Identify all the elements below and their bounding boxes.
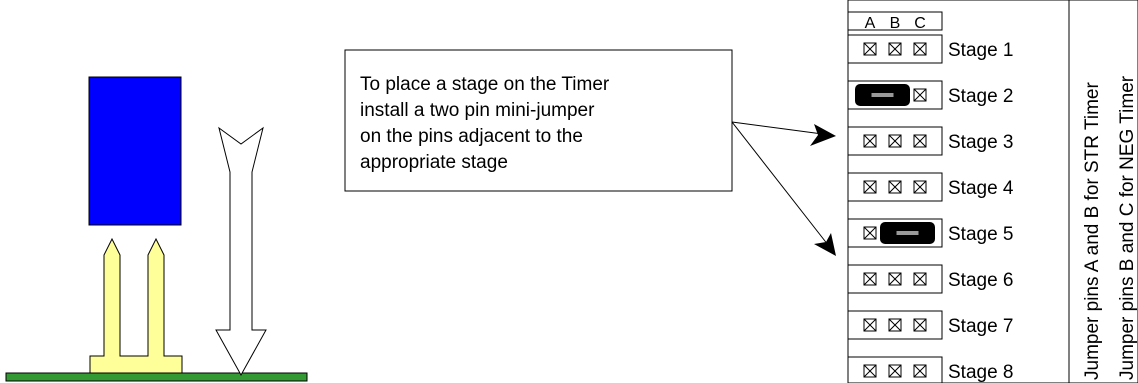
pin-icon [863, 134, 877, 148]
stage-label: Stage 1 [948, 40, 1014, 61]
pin-icon [863, 180, 877, 194]
table-frame [847, 0, 1138, 383]
pin-icon [888, 134, 902, 148]
jumper-illustration [5, 76, 308, 382]
stage-label: Stage 4 [948, 178, 1014, 199]
callout-box [344, 49, 733, 192]
jumper-cap-icon [855, 84, 910, 106]
pin-icon [913, 272, 927, 286]
pin-label-c: C [914, 15, 926, 32]
pin-label-a: A [865, 15, 876, 32]
stage-label: Stage 8 [948, 362, 1014, 383]
stage-label: Stage 5 [948, 224, 1014, 245]
arrowhead-icon [814, 233, 836, 256]
pin-icon [913, 88, 927, 102]
pin-icon [913, 180, 927, 194]
stage-label: Stage 3 [948, 132, 1014, 153]
arrowhead-icon [810, 124, 836, 146]
callout-line-3: on the pins adjacent to the [360, 126, 583, 147]
pin-label-b: B [890, 15, 901, 32]
pin-icon [888, 364, 902, 378]
callout-line-2: install a two pin mini-jumper [360, 100, 595, 121]
pin-icon [913, 364, 927, 378]
pin-icon [888, 272, 902, 286]
stage-label: Stage 7 [948, 316, 1014, 337]
side-labels: Jumper pins A and B for STR Timer Jumper… [1082, 75, 1138, 380]
side-label-neg: Jumper pins B and C for NEG Timer [1117, 75, 1138, 380]
pin-icon [863, 42, 877, 56]
jumper-body [88, 76, 182, 226]
callout-line-1: To place a stage on the Timer [360, 74, 610, 95]
jumper-cap-icon [880, 222, 935, 244]
pin-icon [863, 318, 877, 332]
pin-icon [888, 42, 902, 56]
pin-icon [863, 272, 877, 286]
pin-header [89, 237, 183, 374]
pin-icon [863, 226, 877, 240]
pin-icon [888, 180, 902, 194]
down-arrow-icon [215, 126, 267, 377]
stage-label: Stage 2 [948, 86, 1014, 107]
pin-icon [913, 318, 927, 332]
callout-line-4: appropriate stage [360, 152, 508, 173]
side-label-str: Jumper pins A and B for STR Timer [1082, 82, 1103, 380]
pin-icon [913, 42, 927, 56]
callout: To place a stage on the Timer install a … [344, 49, 836, 256]
pointer-arrow-to-stage-3 [731, 121, 831, 136]
stage-label: Stage 6 [948, 270, 1014, 291]
pin-icon [913, 134, 927, 148]
stage-rows: Stage 1 Stage 2 Stage 3 Stage 4 Stage 5 Stage… [847, 34, 1014, 383]
pin-icon [863, 364, 877, 378]
pointer-arrow-to-stage-5 [731, 121, 833, 251]
pin-icon [888, 318, 902, 332]
circuit-board [5, 372, 308, 382]
